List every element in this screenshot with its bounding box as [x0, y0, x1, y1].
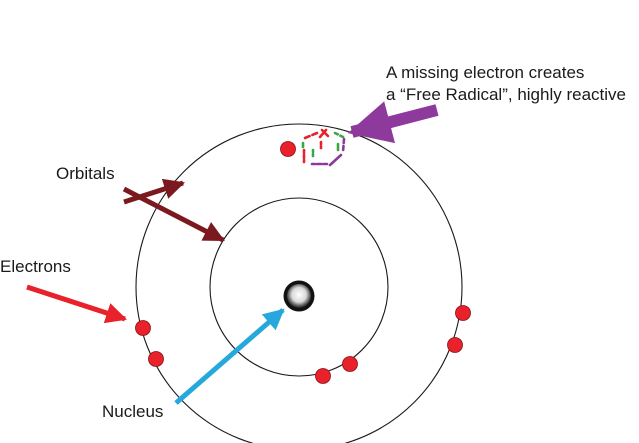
inner-orbital: [209, 197, 389, 377]
electrons-label: Electrons: [0, 257, 71, 276]
nucleus-label: Nucleus: [102, 402, 164, 421]
electron-icon: [280, 141, 296, 157]
electron-icon: [315, 368, 331, 384]
electrons-arrow: [26, 284, 127, 324]
nucleus-icon: [283, 280, 315, 312]
electron-icon: [135, 320, 151, 336]
free-radical-arrow: [347, 101, 439, 144]
electron-icon: [148, 351, 164, 367]
orbitals-arrow-outer: [123, 178, 185, 205]
orbitals-label: Orbitals: [56, 164, 115, 183]
free-radical-label-line2: a “Free Radical”, highly reactive: [386, 85, 626, 104]
electron-icon: [342, 356, 358, 372]
free-radical-label-line1: A missing electron creates: [386, 63, 585, 82]
outer-orbital: [135, 123, 463, 443]
electron-icon: [455, 305, 471, 321]
nucleus-arrow: [174, 308, 285, 405]
free-radical-label: A missing electron creates a “Free Radic…: [386, 62, 626, 106]
orbitals-arrow-inner: [122, 186, 225, 243]
electron-icon: [447, 337, 463, 353]
missing-electron-icon: [301, 128, 346, 167]
